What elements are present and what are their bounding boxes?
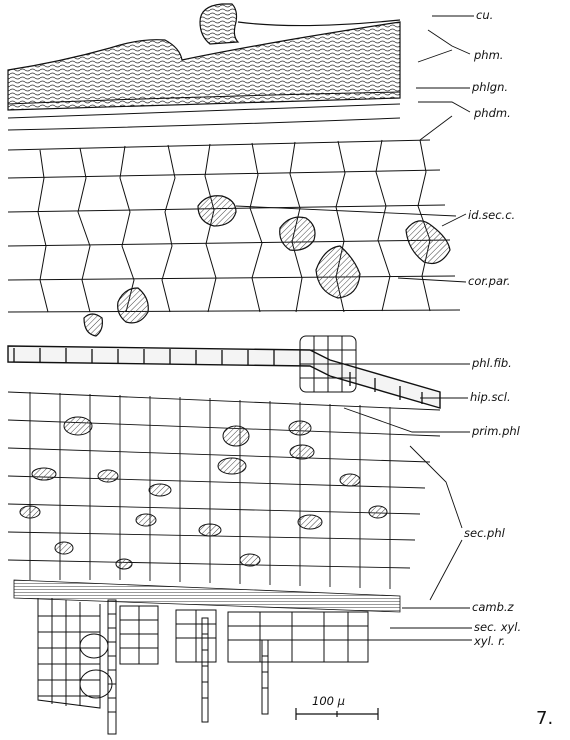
hypodermal-sclerenchyma-band xyxy=(8,346,440,408)
label-phl-fib: phl.fib. xyxy=(472,358,512,370)
label-xyl-r: xyl. r. xyxy=(474,636,505,648)
scale-bar-label: 100 µ xyxy=(312,694,345,708)
cortex-parenchyma xyxy=(8,140,460,312)
label-sec-phl: sec.phl xyxy=(464,528,505,540)
label-phdm: phdm. xyxy=(474,108,511,120)
label-phm: phm. xyxy=(474,50,503,62)
label-cu: cu. xyxy=(476,10,493,22)
cambial-zone xyxy=(14,580,400,612)
phloem-fibre-cluster xyxy=(300,336,356,392)
phloem-dark-cells xyxy=(20,417,387,569)
leader-lines xyxy=(236,16,474,640)
label-cor-par: cor.par. xyxy=(468,276,510,288)
label-prim-phl: prim.phl xyxy=(472,426,520,438)
label-camb-z: camb.z xyxy=(472,602,514,614)
label-phlgn: phlgn. xyxy=(472,82,508,94)
idioblast-secretory-cells xyxy=(84,196,450,336)
label-hip-scl: hip.scl. xyxy=(470,392,511,404)
figure-number: 7. xyxy=(536,708,553,729)
periderm-layer xyxy=(8,4,400,130)
label-sec-xyl: sec. xyl. xyxy=(474,622,521,634)
label-id-sec-c: id.sec.c. xyxy=(468,210,515,222)
secondary-xylem xyxy=(38,598,368,708)
scale-bar xyxy=(296,708,378,720)
